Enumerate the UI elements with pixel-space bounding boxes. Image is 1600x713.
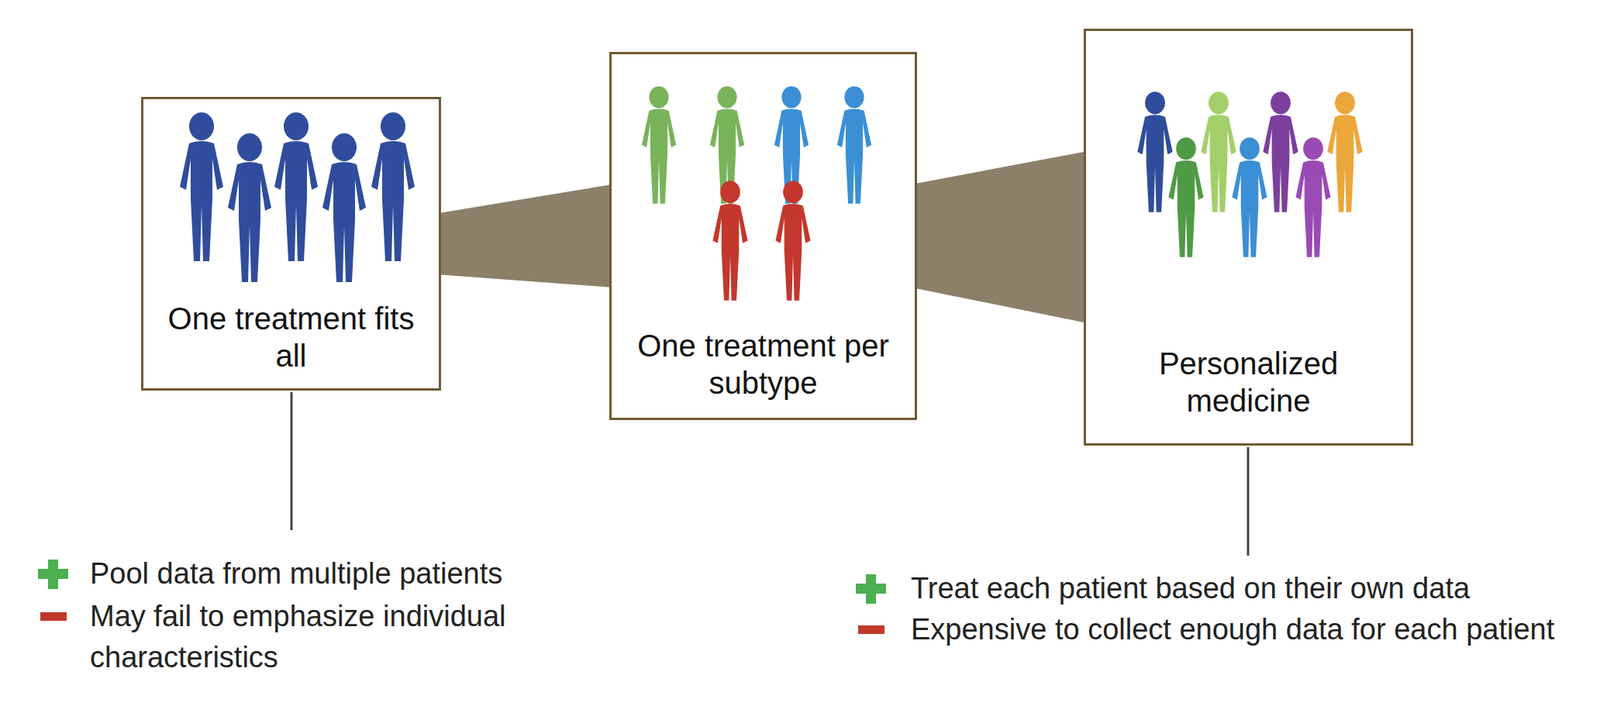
person-figure — [641, 86, 676, 204]
bullet-note: Treat each patient based on their own da… — [910, 568, 1586, 610]
stage-box: One treatment per subtype — [609, 51, 918, 421]
stage-title: Personalized medicine — [1086, 344, 1411, 420]
people-illustration — [1086, 31, 1411, 444]
stage-box: Personalized medicine — [1083, 28, 1414, 446]
stage-title: One treatment per subtype — [611, 327, 915, 402]
person-figure — [837, 86, 872, 204]
person-figure — [1295, 137, 1331, 258]
progression-band — [441, 185, 610, 288]
stage-title-text: One treatment fits all — [158, 300, 425, 375]
stage-title-text: One treatment per subtype — [627, 327, 900, 402]
plus-symbol — [37, 559, 69, 590]
person-figure — [274, 112, 318, 262]
person-figure — [1262, 91, 1298, 213]
progression-band — [917, 151, 1084, 323]
person-figure — [371, 112, 415, 262]
person-figure — [1327, 91, 1363, 213]
person-figure — [712, 180, 748, 301]
person-figure — [227, 133, 272, 283]
bullet-note: Pool data from multiple patients — [89, 553, 633, 595]
person-figure — [179, 112, 224, 262]
person-figure — [1137, 91, 1173, 213]
minus-symbol — [40, 612, 67, 621]
person-figure — [322, 133, 366, 283]
people-illustration — [611, 54, 915, 418]
plus-symbol — [855, 574, 887, 604]
leader-line — [290, 392, 294, 531]
stage-title-text: Personalized medicine — [1102, 344, 1395, 420]
person-figure — [1200, 91, 1236, 213]
stage-box: One treatment fits all — [141, 96, 442, 391]
bullet-note: Expensive to collect enough data for eac… — [910, 609, 1586, 651]
bullet-note: May fail to emphasize individual charact… — [89, 596, 633, 679]
stage-title: One treatment fits all — [143, 300, 439, 375]
minus-symbol — [858, 625, 885, 635]
person-figure — [1231, 137, 1267, 258]
person-figure — [775, 180, 811, 301]
leader-line — [1247, 447, 1250, 556]
person-figure — [1168, 137, 1204, 258]
